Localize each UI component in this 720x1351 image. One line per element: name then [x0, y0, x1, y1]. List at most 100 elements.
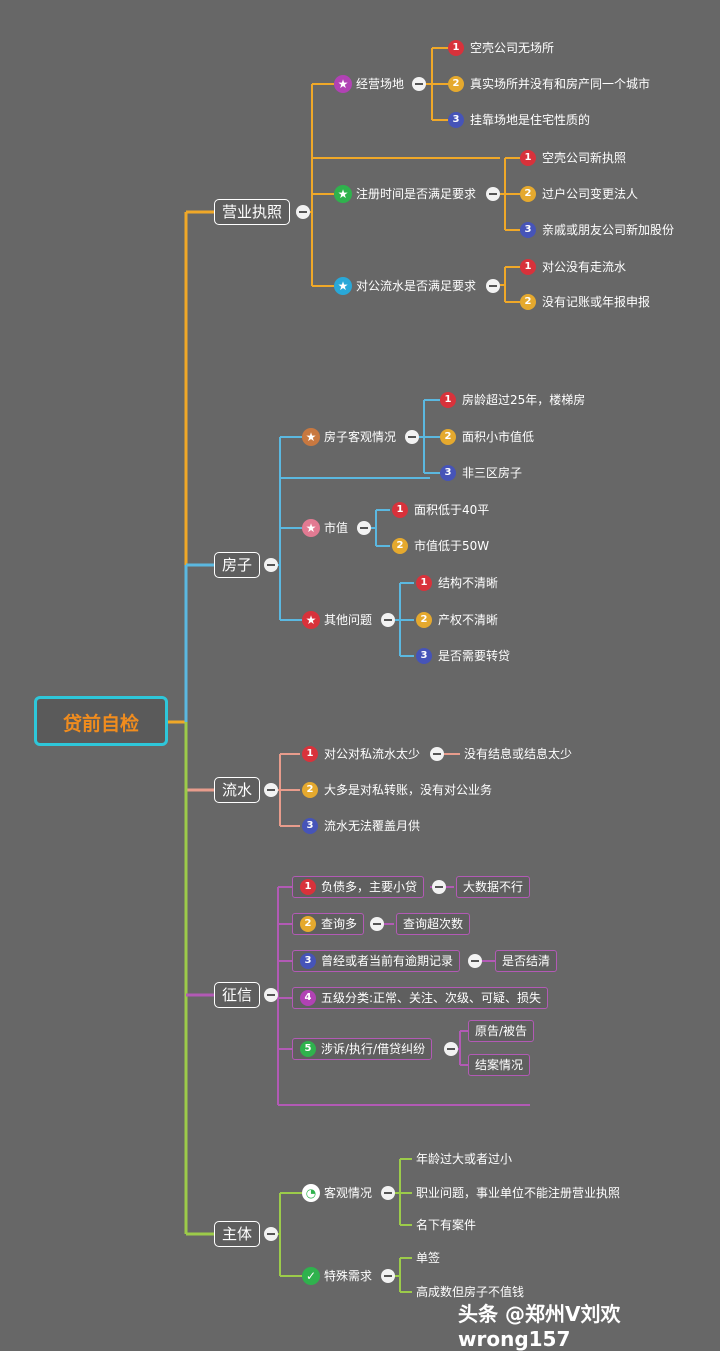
- star-icon: ★: [302, 428, 320, 446]
- badge-3: 3: [520, 222, 536, 238]
- house-other[interactable]: 其他问题: [324, 613, 373, 627]
- credit-item[interactable]: 负债多，主要小贷: [292, 876, 425, 898]
- collapse-icon[interactable]: [432, 880, 446, 894]
- credit-item-label: 五级分类:正常、关注、次级、可疑、损失: [321, 991, 542, 1005]
- watermark: 头条 @郑州V刘欢wrong157: [458, 1302, 621, 1351]
- collapse-icon[interactable]: [468, 954, 482, 968]
- badge-2: 2: [302, 782, 318, 798]
- collapse-icon[interactable]: [486, 187, 500, 201]
- house-value-item[interactable]: 面积低于40平: [414, 503, 490, 517]
- collapse-icon[interactable]: [264, 1227, 278, 1241]
- badge-3: 3: [440, 465, 456, 481]
- badge-4: 4: [300, 990, 316, 1006]
- license-site-item[interactable]: 真实场所并没有和房产同一个城市: [470, 77, 651, 91]
- branch-license[interactable]: 营业执照: [214, 199, 291, 225]
- license-register-time[interactable]: 注册时间是否满足要求: [356, 187, 477, 201]
- collapse-icon[interactable]: [370, 917, 384, 931]
- house-objective-item[interactable]: 面积小市值低: [462, 430, 535, 444]
- badge-2: 2: [300, 916, 316, 932]
- collapse-icon[interactable]: [486, 279, 500, 293]
- house-other-item[interactable]: 结构不清晰: [438, 576, 499, 590]
- credit-item-label: 查询多: [321, 917, 358, 931]
- house-objective[interactable]: 房子客观情况: [324, 430, 397, 444]
- subject-objective-item[interactable]: 名下有案件: [416, 1218, 477, 1232]
- credit-sub-item[interactable]: 查询超次数: [396, 913, 471, 935]
- badge-3: 3: [448, 112, 464, 128]
- badge-2: 2: [520, 294, 536, 310]
- house-value[interactable]: 市值: [324, 521, 349, 535]
- collapse-icon[interactable]: [264, 783, 278, 797]
- star-icon: ★: [302, 519, 320, 537]
- license-register-item[interactable]: 过户公司变更法人: [542, 187, 639, 201]
- license-account-item[interactable]: 没有记账或年报申报: [542, 295, 651, 309]
- credit-item-label: 负债多，主要小贷: [321, 880, 418, 894]
- house-objective-item[interactable]: 房龄超过25年，楼梯房: [462, 393, 586, 407]
- house-objective-item[interactable]: 非三区房子: [462, 466, 523, 480]
- license-account-item[interactable]: 对公没有走流水: [542, 260, 627, 274]
- branch-subject[interactable]: 主体: [214, 1221, 261, 1247]
- badge-2: 2: [520, 186, 536, 202]
- house-other-item[interactable]: 产权不清晰: [438, 613, 499, 627]
- house-value-item[interactable]: 市值低于50W: [414, 539, 490, 553]
- subject-objective-item[interactable]: 职业问题，事业单位不能注册营业执照: [416, 1186, 621, 1200]
- badge-1: 1: [520, 150, 536, 166]
- badge-1: 1: [520, 259, 536, 275]
- credit-sub-item[interactable]: 原告/被告: [468, 1020, 535, 1042]
- badge-2: 2: [440, 429, 456, 445]
- branch-flow[interactable]: 流水: [214, 777, 261, 803]
- credit-item-label: 涉诉/执行/借贷纠纷: [321, 1042, 426, 1056]
- collapse-icon[interactable]: [264, 988, 278, 1002]
- credit-item[interactable]: 五级分类:正常、关注、次级、可疑、损失: [292, 987, 549, 1009]
- credit-item[interactable]: 涉诉/执行/借贷纠纷: [292, 1038, 433, 1060]
- collapse-icon[interactable]: [381, 613, 395, 627]
- star-icon: ★: [334, 75, 352, 93]
- badge-1: 1: [440, 392, 456, 408]
- subject-special-item[interactable]: 高成数但房子不值钱: [416, 1285, 525, 1299]
- badge-1: 1: [302, 746, 318, 762]
- badge-2: 2: [416, 612, 432, 628]
- credit-sub-item[interactable]: 结案情况: [468, 1054, 531, 1076]
- badge-1: 1: [416, 575, 432, 591]
- house-other-item[interactable]: 是否需要转贷: [438, 649, 511, 663]
- badge-1: 1: [448, 40, 464, 56]
- license-site-item[interactable]: 挂靠场地是住宅性质的: [470, 113, 591, 127]
- collapse-icon[interactable]: [357, 521, 371, 535]
- license-account-flow[interactable]: 对公流水是否满足要求: [356, 279, 477, 293]
- license-site[interactable]: 经营场地: [356, 77, 405, 91]
- subject-objective[interactable]: 客观情况: [324, 1186, 373, 1200]
- flow-item[interactable]: 流水无法覆盖月供: [324, 819, 421, 833]
- badge-5: 5: [300, 1041, 316, 1057]
- subject-special-item[interactable]: 单签: [416, 1251, 441, 1265]
- collapse-icon[interactable]: [444, 1042, 458, 1056]
- star-icon: ★: [302, 611, 320, 629]
- license-site-item[interactable]: 空壳公司无场所: [470, 41, 555, 55]
- branch-credit[interactable]: 征信: [214, 982, 261, 1008]
- badge-3: 3: [416, 648, 432, 664]
- branch-house[interactable]: 房子: [214, 552, 261, 578]
- badge-3: 3: [300, 953, 316, 969]
- flow-item[interactable]: 大多是对私转账，没有对公业务: [324, 783, 493, 797]
- flow-sub-item[interactable]: 没有结息或结息太少: [464, 747, 573, 761]
- collapse-icon[interactable]: [296, 205, 310, 219]
- credit-sub-item[interactable]: 大数据不行: [456, 876, 531, 898]
- root-topic[interactable]: 贷前自检: [34, 696, 168, 746]
- collapse-icon[interactable]: [412, 77, 426, 91]
- badge-2: 2: [448, 76, 464, 92]
- flow-item[interactable]: 对公对私流水太少: [324, 747, 421, 761]
- collapse-icon[interactable]: [430, 747, 444, 761]
- star-icon: ★: [334, 277, 352, 295]
- collapse-icon[interactable]: [264, 558, 278, 572]
- badge-2: 2: [392, 538, 408, 554]
- license-register-item[interactable]: 空壳公司新执照: [542, 151, 627, 165]
- collapse-icon[interactable]: [381, 1269, 395, 1283]
- credit-item[interactable]: 曾经或者当前有逾期记录: [292, 950, 461, 972]
- collapse-icon[interactable]: [405, 430, 419, 444]
- credit-sub-item[interactable]: 是否结清: [495, 950, 558, 972]
- subject-objective-item[interactable]: 年龄过大或者过小: [416, 1152, 513, 1166]
- star-icon: ★: [334, 185, 352, 203]
- badge-1: 1: [300, 879, 316, 895]
- collapse-icon[interactable]: [381, 1186, 395, 1200]
- license-register-item[interactable]: 亲戚或朋友公司新加股份: [542, 223, 675, 237]
- subject-special[interactable]: 特殊需求: [324, 1269, 373, 1283]
